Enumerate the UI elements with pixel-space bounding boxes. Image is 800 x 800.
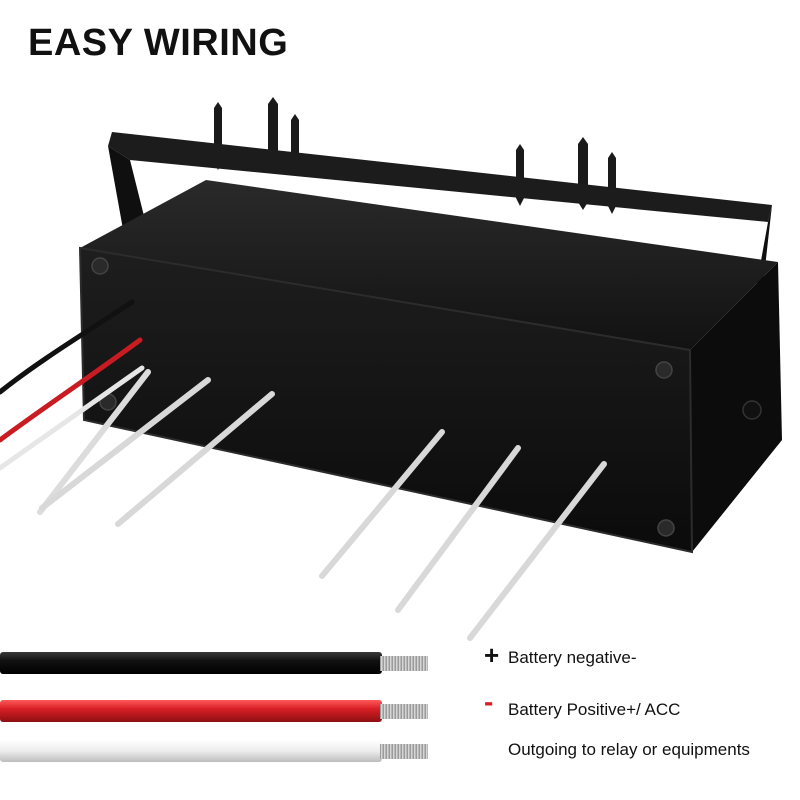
box-side xyxy=(690,262,782,552)
junction-box xyxy=(78,180,782,554)
legend-label-negative: Battery negative- xyxy=(508,648,637,667)
corner-screw xyxy=(657,519,675,537)
box-front xyxy=(78,246,694,554)
page-title: EASY WIRING xyxy=(28,22,289,64)
black-wire-strands xyxy=(380,656,428,671)
legend-wires xyxy=(0,652,428,762)
red-wire-strands xyxy=(380,704,428,719)
red-lead xyxy=(0,337,143,443)
plus-sign: + xyxy=(484,640,500,670)
legend-label-positive: Battery Positive+/ ACC xyxy=(508,700,681,719)
white-wire-strands xyxy=(380,744,428,759)
white-lead xyxy=(319,429,445,579)
black-lead xyxy=(0,299,135,395)
bracket-knob xyxy=(742,400,762,420)
corner-screw xyxy=(91,257,109,275)
legend-label-outgoing: Outgoing to relay or equipments xyxy=(508,740,750,759)
white-wire-sample xyxy=(0,740,382,762)
corner-screw xyxy=(655,361,673,379)
legend-row-outgoing: Outgoing to relay or equipments xyxy=(0,738,800,778)
box-wires xyxy=(0,299,607,641)
black-wire-sample xyxy=(0,652,382,674)
legend-row-negative: + Battery negative- xyxy=(0,640,800,686)
white-lead xyxy=(0,365,145,471)
white-lead xyxy=(115,391,275,527)
minus-sign: - xyxy=(484,686,494,717)
white-lead xyxy=(467,461,607,641)
white-lead xyxy=(39,377,211,511)
white-lead xyxy=(395,445,521,613)
box-top xyxy=(80,180,778,350)
white-lead xyxy=(37,369,151,515)
legend-row-positive: - Battery Positive+/ ACC xyxy=(0,686,800,736)
red-wire-sample xyxy=(0,700,382,722)
